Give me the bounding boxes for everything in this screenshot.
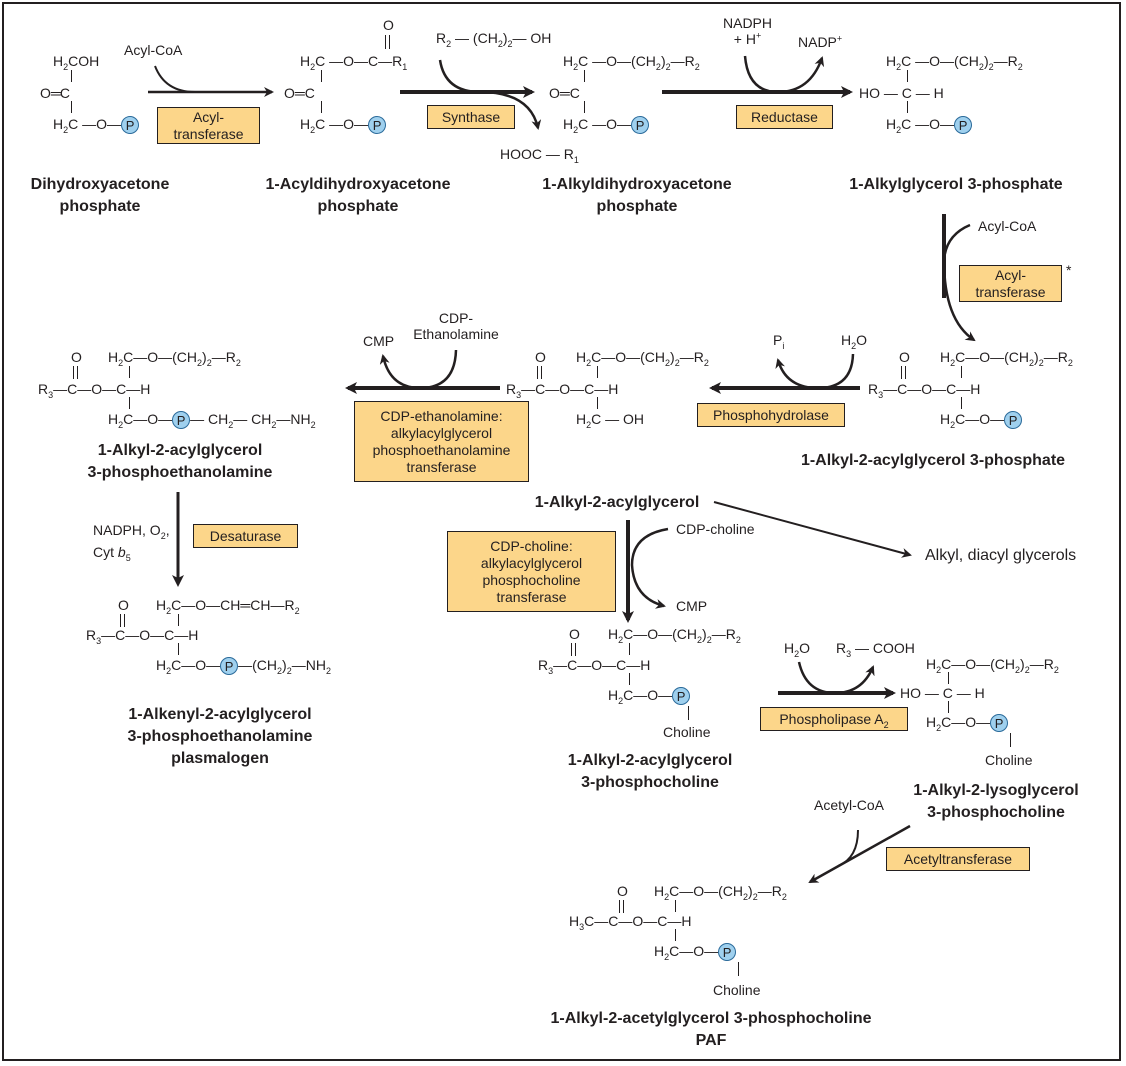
enzyme-cdp-choline-transferase: CDP-choline: alkylacylglycerol phosphoch… [447,531,616,612]
curve-phospholipase [797,661,875,695]
enzyme-synthase: Synthase [427,105,515,129]
cofactor-nadph: NADPH + H+ [723,15,773,47]
compound-name-alkyl-acyl-glycerol: 1-Alkyl-2-acylglycerol [534,494,700,511]
enzyme-reductase: Reductase [736,105,833,129]
side-product: Alkyl, diacyl glycerols [925,547,1077,564]
product-r3-cooh: R3 — COOH [836,640,915,659]
cofactor-acetyl-coa: Acetyl-CoA [814,797,885,813]
phosphate-icon: P [631,116,650,135]
cofactor-acyl-coa: Acyl-CoA [124,42,183,58]
arrow-side-product [713,501,912,558]
cofactor-water-1: H2O [841,332,868,351]
enzyme-acetyltransferase: Acetyltransferase [886,847,1030,871]
curve-phosphohydrolase [775,353,855,390]
cofactor-water-2: H2O [784,640,811,659]
phosphate-icon: P [368,116,387,135]
footnote-asterisk: * [1066,262,1072,278]
phosphate-icon: P [672,687,691,706]
curve-reductase [743,55,825,94]
cofactor-fatty-alcohol: R2 — (CH2)2— OH [436,30,552,49]
cofactor-cdp-ethanolamine: CDP-Ethanolamine [413,310,499,342]
curve-cdp-choline [630,527,669,609]
product-pi: Pi [773,332,785,351]
enzyme-acyltransferase-2: Acyl-transferase [959,265,1062,302]
compound-name-alkyl-acyl-3p: 1-Alkyl-2-acylglycerol 3-phosphate [800,452,1066,469]
phosphate-icon: P [121,116,140,135]
product-cmp-1: CMP [363,333,395,349]
curve-cdp-etn [379,349,458,390]
product-nadp: NADP+ [798,33,843,50]
enzyme-phosphohydrolase: Phosphohydrolase [697,403,845,427]
phosphate-icon: P [954,116,973,135]
cofactor-cdp-choline: CDP-choline [676,521,755,537]
compound-name-paf: 1-Alkyl-2-acetylglycerol 3-phosphocholin… [550,1010,872,1049]
enzyme-desaturase: Desaturase [193,524,298,548]
curve-acyltransferase2 [942,223,976,342]
cofactors-desaturase: NADPH, O2, Cyt b5 [93,522,170,563]
phosphate-icon: P [718,943,737,962]
compound-name-alkylglycerol-3p: 1-Alkylglycerol 3-phosphate [849,176,1063,193]
phosphate-icon: P [1004,411,1023,430]
phosphate-icon: P [990,714,1009,733]
curve-acetyl-coa [837,829,859,867]
cofactor-acyl-coa-2: Acyl-CoA [978,218,1037,234]
product-cmp-2: CMP [676,598,708,614]
enzyme-acyltransferase-1: Acyl-transferase [157,107,260,144]
product-fatty-acid: HOOC — R1 [500,146,579,165]
curve-acyl-coa-in [154,65,196,93]
enzyme-phospholipase-a2: Phospholipase A2 [760,707,908,731]
phosphate-icon: P [220,657,239,676]
phosphate-icon: P [172,411,191,430]
enzyme-cdp-ethanolamine-transferase: CDP-ethanolamine: alkylacylglycerol phos… [354,401,529,482]
arrow-acetyltransferase [808,824,911,884]
curve-synthase [438,59,542,130]
